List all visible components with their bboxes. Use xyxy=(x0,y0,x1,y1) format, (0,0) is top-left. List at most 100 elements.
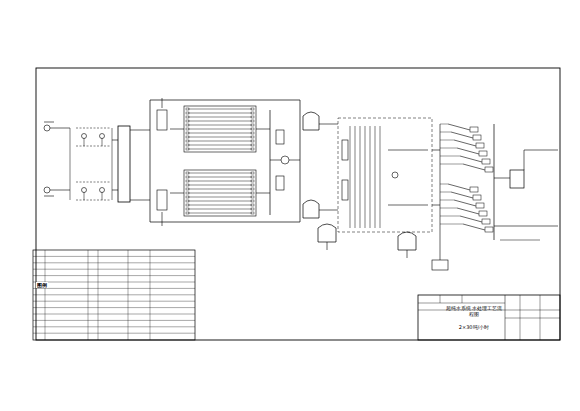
pipe-line xyxy=(365,126,366,228)
pipe-line xyxy=(440,216,460,217)
equipment-outline xyxy=(251,112,254,114)
pipe-line xyxy=(388,150,428,151)
equipment-outline xyxy=(473,135,481,140)
equipment-outline xyxy=(342,180,348,200)
title-text: 2×30吨/小时 xyxy=(459,325,489,331)
pipe-line xyxy=(494,124,495,240)
pipe-line xyxy=(500,240,540,241)
pipe-line xyxy=(33,314,195,315)
pipe-line xyxy=(540,295,541,340)
pump-symbol xyxy=(82,134,87,139)
equipment-outline xyxy=(342,140,348,160)
pipe-line xyxy=(98,250,99,340)
pipe-line xyxy=(170,193,184,194)
table-heading: 图例 xyxy=(36,282,48,288)
equipment-outline xyxy=(251,116,254,118)
pipe-line xyxy=(370,126,371,228)
pipe-line xyxy=(33,269,195,270)
pipe-line xyxy=(440,164,463,165)
pipe-line xyxy=(270,110,271,215)
pipe-line xyxy=(188,125,252,126)
equipment-outline xyxy=(470,127,478,132)
pipe-line xyxy=(44,122,54,123)
equipment-outline xyxy=(276,176,284,190)
pipe-line xyxy=(45,250,46,340)
pipe-line xyxy=(33,256,195,257)
pipe-line xyxy=(162,212,163,226)
pipe-line xyxy=(270,160,281,161)
pipe-line xyxy=(33,288,195,289)
pipe-line xyxy=(463,224,485,230)
equipment-outline xyxy=(251,176,254,178)
pipe-line xyxy=(33,333,195,334)
pipe-line xyxy=(460,216,482,222)
pipe-line xyxy=(44,196,54,197)
tank-symbol xyxy=(398,232,416,250)
equipment-outline xyxy=(251,188,254,190)
pipe-line xyxy=(440,140,454,141)
pipe-line xyxy=(380,126,381,228)
pipe-line xyxy=(76,182,110,183)
pipe-line xyxy=(102,192,103,200)
pipe-line xyxy=(440,200,454,201)
equipment-outline xyxy=(251,120,254,122)
pipe-line xyxy=(188,189,252,190)
equipment-outline xyxy=(186,204,189,206)
pipe-line xyxy=(454,140,476,146)
equipment-outline xyxy=(251,196,254,198)
equipment-outline xyxy=(186,184,189,186)
pipe-line xyxy=(289,160,300,161)
equipment-outline xyxy=(251,108,254,110)
pipe-line xyxy=(300,100,301,222)
equipment-outline xyxy=(470,187,478,192)
pipe-line xyxy=(454,200,476,206)
equipment-outline xyxy=(251,144,254,146)
pipe-line xyxy=(440,224,463,225)
pipe-line xyxy=(150,222,300,223)
pipe-line xyxy=(463,164,485,170)
pipe-line xyxy=(188,145,252,146)
pipe-line xyxy=(375,126,376,228)
pipe-line xyxy=(170,129,184,130)
pipe-line xyxy=(440,156,460,157)
equipment-outline xyxy=(186,176,189,178)
equipment-outline xyxy=(251,128,254,130)
pipe-line xyxy=(188,185,252,186)
pipe-line xyxy=(76,200,110,201)
equipment-outline xyxy=(186,196,189,198)
equipment-outline xyxy=(186,192,189,194)
pipe-line xyxy=(50,190,70,191)
pipe-line xyxy=(432,205,440,206)
tank-symbol xyxy=(303,200,319,218)
title-cell: 2×30吨/小时 xyxy=(445,321,503,335)
pipe-line xyxy=(33,294,195,295)
equipment-outline xyxy=(473,195,481,200)
pipe-line xyxy=(188,205,252,206)
pipe-line xyxy=(188,181,252,182)
pipe-line xyxy=(188,209,252,210)
pipe-line xyxy=(448,124,470,130)
equipment-outline xyxy=(184,170,256,216)
pipe-line xyxy=(451,192,473,198)
equipment-outline xyxy=(485,167,493,172)
pump-symbol xyxy=(82,188,87,193)
pipe-line xyxy=(355,126,356,228)
pipe-line xyxy=(440,208,457,209)
pipe-line xyxy=(84,192,85,200)
equipment-outline xyxy=(186,120,189,122)
equipment-outline xyxy=(251,212,254,214)
pipe-line xyxy=(418,303,505,304)
pipe-line xyxy=(112,190,118,191)
pipe-line xyxy=(188,117,252,118)
equipment-outline xyxy=(186,148,189,150)
equipment-outline xyxy=(186,112,189,114)
pipe-line xyxy=(150,250,151,340)
pipe-line xyxy=(432,150,440,151)
equipment-outline xyxy=(476,143,484,148)
pipe-line xyxy=(112,128,113,200)
pipe-line xyxy=(50,128,70,129)
pipe-line xyxy=(440,192,451,193)
pipe-line xyxy=(130,130,150,131)
